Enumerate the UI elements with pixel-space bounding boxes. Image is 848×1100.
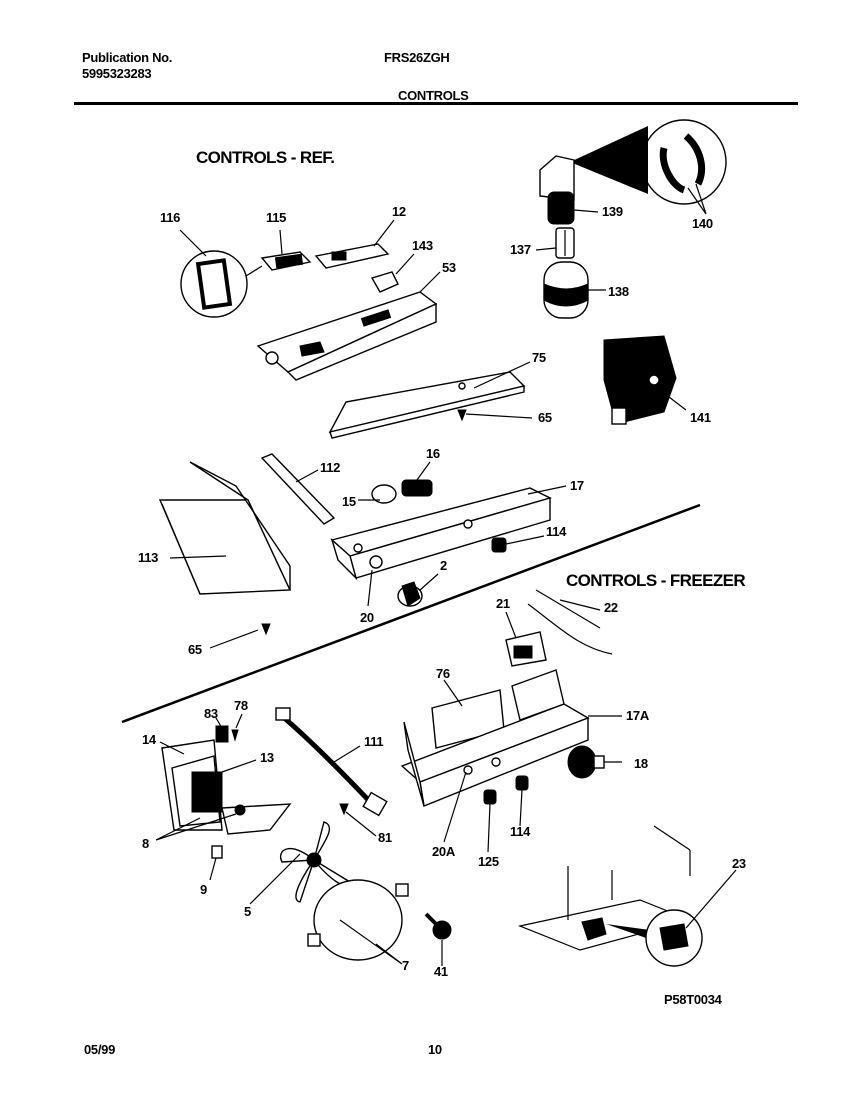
part-116-gasket [180,250,263,318]
callout: 114 [510,824,531,839]
part-111-harness [275,707,388,817]
callout: 83 [204,706,218,721]
footer-date: 05/99 [84,1042,116,1057]
freezer-section-title: CONTROLS - FREEZER [566,571,746,590]
part-143-clip [370,271,399,293]
part-53-housing [256,291,438,381]
callout: 143 [412,238,433,253]
callout: 14 [142,732,157,747]
callout: 139 [602,204,623,219]
callout: 8 [142,836,149,851]
callout: 111 [364,734,383,749]
part-141-damper [603,335,677,425]
callout: 23 [732,856,746,871]
part-17A-control-housing [400,669,590,807]
part-18-knob [567,745,605,779]
part-41-screw [424,912,452,940]
callout: 65 [188,642,202,657]
callout: 75 [532,350,546,365]
part-114-knob-freezer [515,775,529,791]
part-113-bracket [158,461,292,595]
part-65-screw-lower [261,623,271,636]
callout: 21 [496,596,510,611]
callout: 5 [244,904,251,919]
leader-lines [155,183,737,966]
page-number: 10 [428,1042,442,1057]
part-21-thermostat [505,631,547,667]
part-114-knob [491,537,507,553]
callout: 78 [234,698,248,713]
callout: 16 [426,446,440,461]
part-115-12-thermostat [260,243,390,271]
callout: 115 [266,210,286,225]
callout-labels: 116 115 12 143 53 139 137 138 140 75 65 … [138,204,746,979]
part-140-connectors [570,119,727,205]
callout: 2 [440,558,447,573]
part-2-knob [397,581,423,607]
callout: 12 [392,204,406,219]
part-81-screw [339,803,349,816]
header-rule [74,102,798,105]
callout: 17A [626,708,650,723]
part-112-rod [260,453,336,525]
callout: 114 [546,524,567,539]
part-22-probe [527,589,613,655]
publication-number: 5995323283 [82,66,152,81]
callout: 113 [138,550,158,565]
callout: 137 [510,242,531,257]
model-number: FRS26ZGH [384,50,450,65]
section-title: CONTROLS [398,88,469,103]
callout: 76 [436,666,450,681]
callout: 20 [360,610,374,625]
part-15-16-lamp [371,479,433,504]
callout: 65 [538,410,552,425]
callout: 18 [634,756,648,771]
publication-label: Publication No. [82,50,173,65]
part-78-screw [231,729,239,742]
callout: 53 [442,260,456,275]
part-7-shroud [307,879,409,961]
callout: 112 [320,460,340,475]
callout: 13 [260,750,274,765]
callout: 125 [478,854,499,869]
diagram-id: P58T0034 [664,992,722,1007]
callout: 9 [200,882,207,897]
callout: 81 [378,830,392,845]
part-17-control-housing [330,487,552,581]
callout: 140 [692,216,713,231]
part-65-screw [457,409,467,422]
part-23-cabinet-detail [517,825,703,967]
part-125-knob [483,789,497,805]
part-139-137-138-motor [539,155,589,319]
part-5-fan-blade [279,821,351,903]
callout: 116 [160,210,180,225]
callout: 7 [402,958,409,973]
part-14-13-bracket [161,739,292,859]
ref-section-title: CONTROLS - REF. [196,148,335,167]
part-83-clip [215,725,229,743]
section-divider [121,503,701,724]
callout: 141 [690,410,711,425]
part-75-cover-plate [328,371,526,439]
callout: 15 [342,494,356,509]
callout: 20A [432,844,456,859]
callout: 138 [608,284,629,299]
callout: 17 [570,478,584,493]
callout: 41 [434,964,448,979]
callout: 22 [604,600,618,615]
